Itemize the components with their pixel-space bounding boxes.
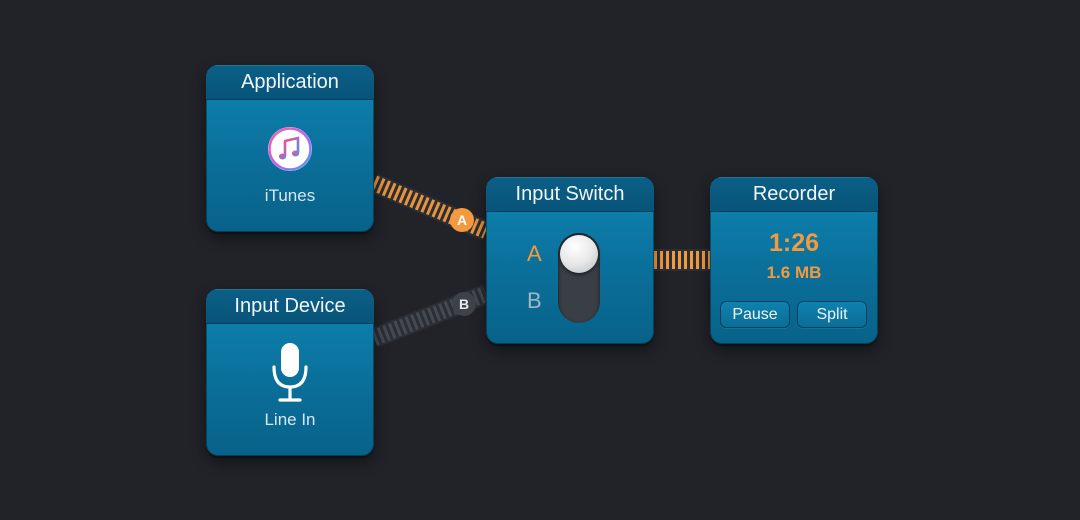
microphone-icon xyxy=(272,343,308,402)
input-device-source-label: Line In xyxy=(264,410,316,429)
pause-button[interactable]: Pause xyxy=(720,301,790,328)
split-button[interactable]: Split xyxy=(797,301,867,328)
recorder-block[interactable]: Recorder 1:26 1.6 MB Pause Split xyxy=(710,177,878,344)
application-block-title: Application xyxy=(206,65,374,100)
application-source-label: iTunes xyxy=(264,186,316,205)
itunes-icon xyxy=(268,127,312,171)
input-switch-knob[interactable] xyxy=(560,235,598,273)
input-device-block-title: Input Device xyxy=(206,289,374,324)
input-switch-toggle[interactable] xyxy=(558,233,600,323)
input-switch-block[interactable]: Input Switch A B xyxy=(486,177,654,344)
recording-time: 1:26 xyxy=(768,229,820,257)
recorder-block-title: Recorder xyxy=(710,177,878,212)
application-block[interactable]: Application iTunes xyxy=(206,65,374,232)
switch-option-a-label: A xyxy=(527,241,542,266)
input-switch-block-title: Input Switch xyxy=(486,177,654,212)
input-device-block[interactable]: Input Device Line In xyxy=(206,289,374,456)
wire-a-badge: A xyxy=(450,208,474,232)
recording-file-size: 1.6 MB xyxy=(766,263,822,282)
switch-option-b-label: B xyxy=(527,288,542,313)
wire-b-badge: B xyxy=(452,292,476,316)
